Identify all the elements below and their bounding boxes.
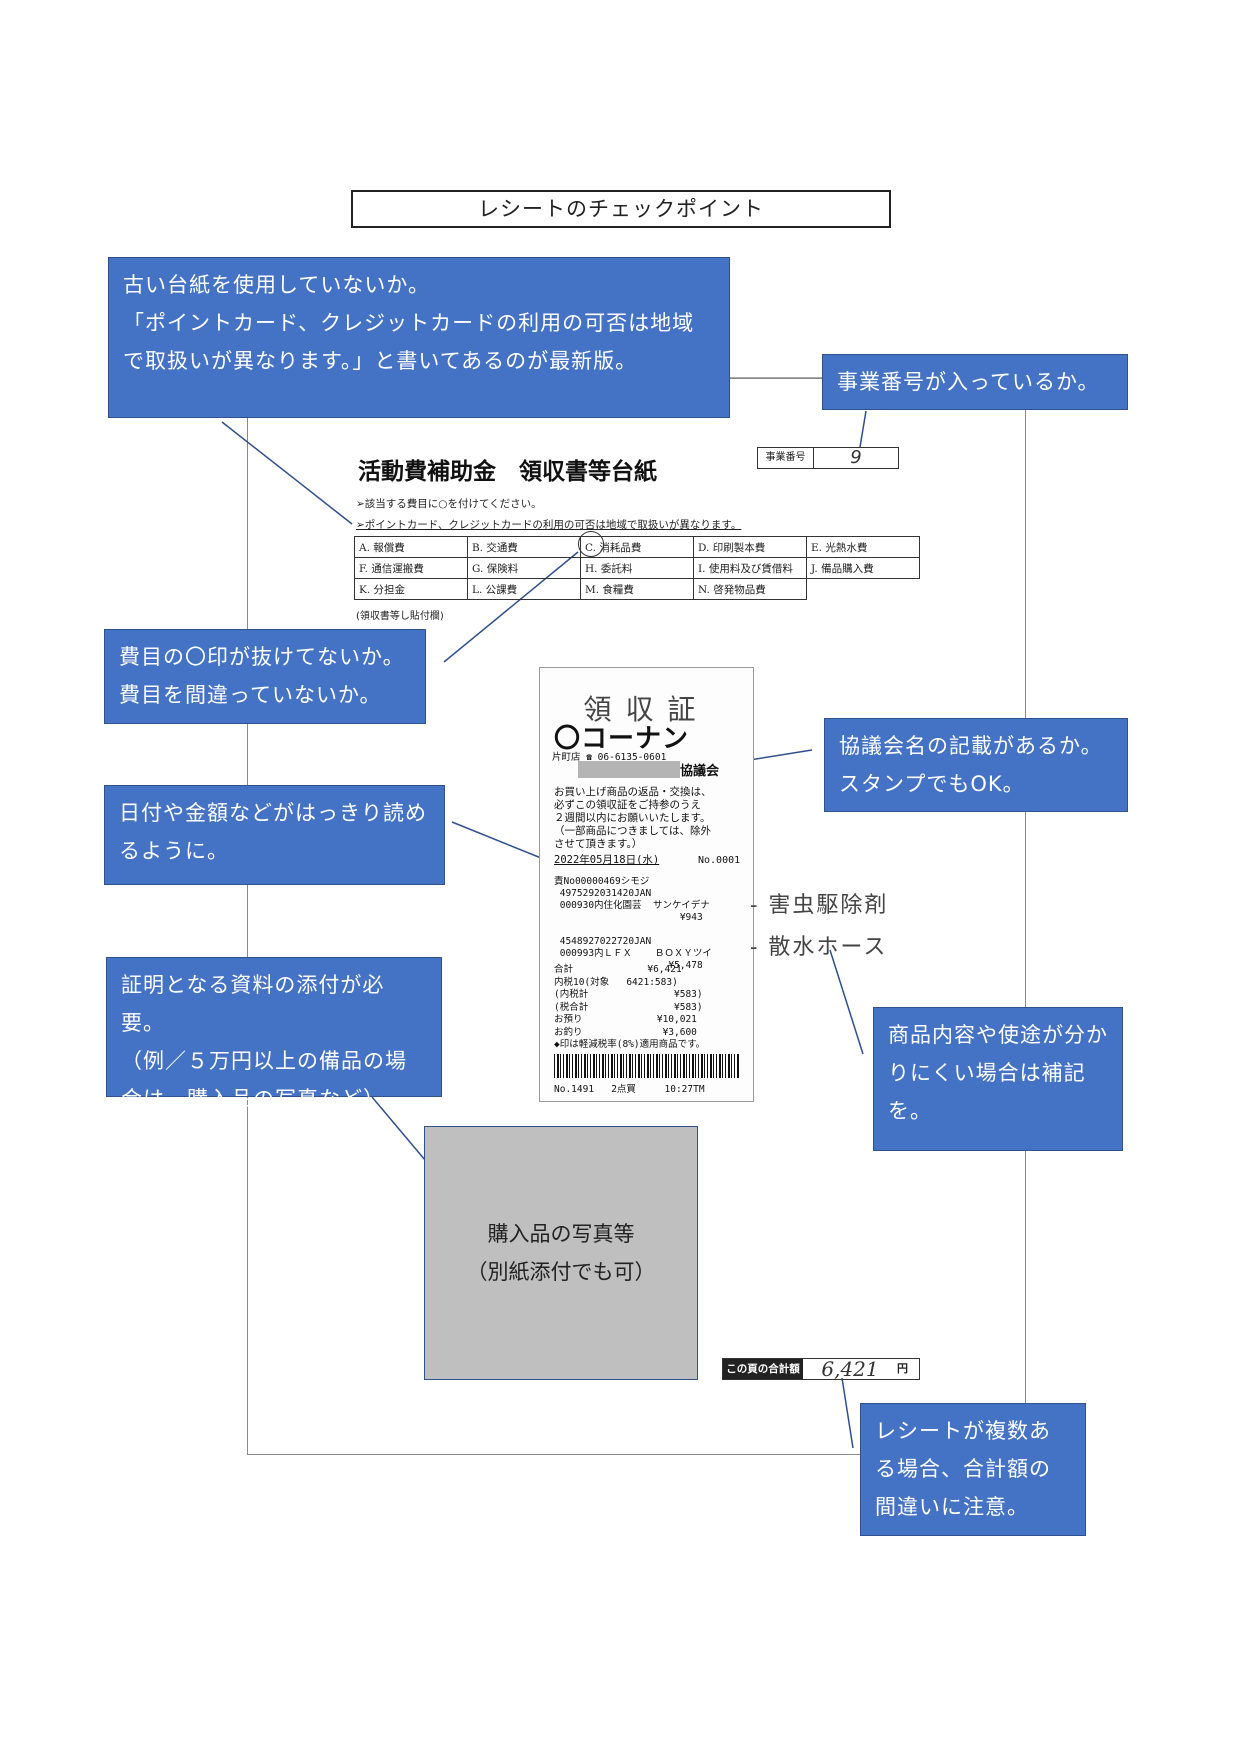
category-cell: L. 公課費 [467,578,581,600]
page-total-unit: 円 [897,1362,908,1375]
category-cell-empty [807,579,920,600]
receipt-heading: 領収証 [583,693,710,726]
paste-area-note: (領収書等し貼付欄) [356,611,444,622]
receipt-footer: No.1491 2点買 10:27TM [554,1084,705,1095]
callout-expense-category: 費目の〇印が抜けてないか。 費目を間違っていないか。 [104,629,426,724]
category-cell: H. 委託料 [580,557,694,579]
category-cell: B. 交通費 [467,536,581,558]
page-total-box: この頁の合計額 6,421 円 [722,1358,920,1380]
purchase-photo-placeholder: 購入品の写真等 （別紙添付でも可） [424,1126,698,1380]
receipt-redacted-name [578,761,680,778]
category-cell: D. 印刷製本費 [693,536,807,558]
callout-total-amount: レシートが複数ある場合、合計額の間違いに注意。 [860,1403,1086,1536]
page-total-label: この頁の合計額 [723,1359,803,1379]
callout-supplement-note: 商品内容や使途が分かりにくい場合は補記を。 [873,1007,1123,1151]
category-circle-mark [578,531,604,557]
receipt-branch-tel: 片町店 ☎ 06-6135-0601 [552,752,667,763]
callout-attachment: 証明となる資料の添付が必要。 （例／５万円以上の備品の場合は、購入品の写真など） [106,957,442,1111]
jigyo-number-label: 事業番号 [758,448,814,468]
category-cell: J. 備品購入費 [806,557,920,579]
jigyo-number-value: 9 [850,447,862,468]
receipt-date: 2022年05月18日(水) [554,854,660,866]
receipt-totals: 合計 ¥6,421 内税10(対象 6421:583) (内税計 ¥583) (… [554,964,706,1050]
category-cell: A. 報償費 [354,536,468,558]
receipt-number: No.0001 [698,855,741,866]
photo-line-2: （別紙添付でも可） [466,1260,656,1284]
form-title: 活動費補助金 領収書等台紙 [358,458,657,485]
expense-category-table: A. 報償費 B. 交通費 C. 消耗品費 D. 印刷製本費 E. 光熱水費 F… [354,536,920,600]
category-cell: E. 光熱水費 [806,536,920,558]
callout-jigyo-number: 事業番号が入っているか。 [822,354,1128,410]
category-cell: F. 通信運搬費 [354,557,468,579]
receipt-store-name: 〇コーナン [554,724,690,754]
category-cell: I. 使用料及び賃借料 [693,557,807,579]
callout-old-form: 古い台紙を使用していないか。 「ポイントカード、クレジットカードの利用の可否は地… [108,257,730,418]
category-cell: K. 分担金 [354,578,468,600]
receipt-barcode [554,1054,739,1078]
photo-line-1: 購入品の写真等 [487,1222,635,1246]
page-total-value: 6,421 [821,1357,879,1381]
receipt-image: 領収証 〇コーナン 片町店 ☎ 06-6135-0601 協議会 お買い上げ商品… [539,667,754,1102]
callout-date-amount: 日付や金額などがはっきり読めるように。 [104,785,445,885]
receipt-items: 責No00000469シモジ 4975292031420JAN 000930内住… [554,876,712,971]
category-cell: G. 保険料 [467,557,581,579]
form-note-mark: ➢該当する費目に○を付けてください。 [356,498,542,510]
category-cell: M. 食糧費 [580,578,694,600]
handwritten-note-2: - 散水ホース [750,935,888,960]
form-note-card: ➢ポイントカード、クレジットカードの利用の可否は地域で取扱いが異なります。 [356,519,742,531]
callout-association-name: 協議会名の記載があるか。 スタンプでもOK。 [824,718,1128,812]
receipt-notice: お買い上げ商品の返品・交換は、 必ずこの領収証をご持参のうえ ２週間以内にお願い… [554,786,712,850]
handwritten-note-1: - 害虫駆除剤 [750,893,889,918]
page-title: レシートのチェックポイント [351,190,891,228]
category-cell: N. 啓発物品費 [693,578,807,600]
jigyo-number-box: 事業番号 9 [757,447,899,469]
receipt-association-name: 協議会 [680,764,720,779]
